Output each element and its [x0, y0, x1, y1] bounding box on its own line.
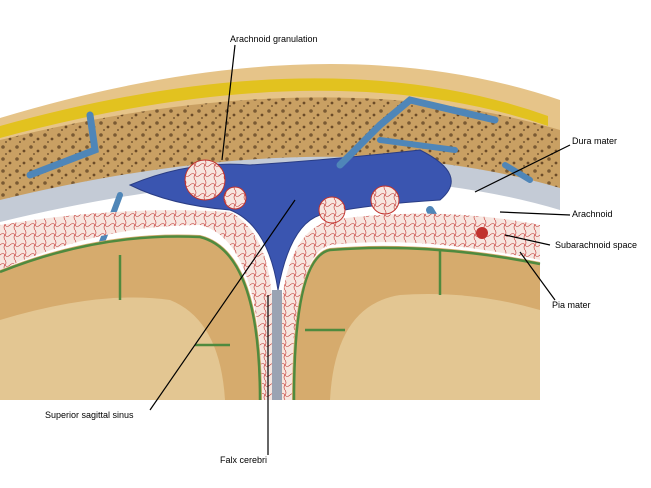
falx-cerebri — [272, 290, 282, 400]
label-dura-mater: Dura mater — [572, 136, 618, 146]
white-matter-left — [0, 297, 225, 400]
periosteum-layer — [0, 78, 548, 138]
red-vessel — [476, 227, 488, 239]
label-subarachnoid-space: Subarachnoid space — [555, 240, 638, 250]
subarachnoid-space-right — [282, 213, 540, 400]
skull-bone — [0, 97, 560, 215]
white-matter-right — [330, 294, 540, 400]
label-superior-sagittal-sinus: Superior sagittal sinus — [45, 410, 134, 420]
pia-mater-lines — [0, 235, 541, 401]
label-arachnoid-granulation: Arachnoid granulation — [230, 34, 318, 44]
subarachnoid-space — [0, 210, 272, 400]
leader-lines — [149, 44, 571, 455]
label-pia-mater: Pia mater — [552, 300, 591, 310]
label-arachnoid: Arachnoid — [572, 209, 613, 219]
arachnoid-granulations — [184, 159, 400, 224]
label-falx-cerebri: Falx cerebri — [220, 455, 268, 465]
